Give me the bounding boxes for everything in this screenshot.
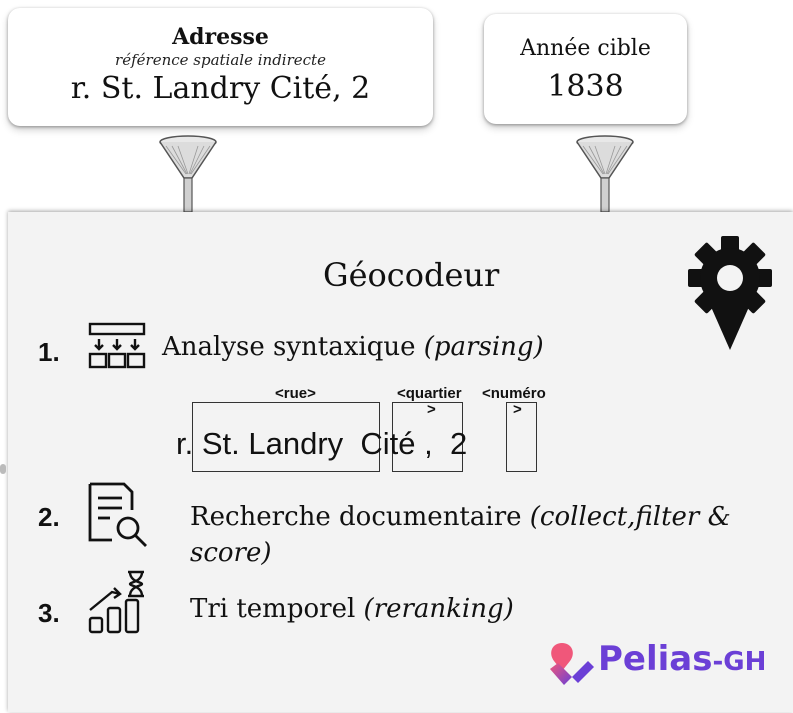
pelias-logo-icon — [550, 643, 594, 685]
pelias-brand: Pelias-GH — [598, 639, 766, 679]
document-search-icon — [88, 482, 147, 547]
step-1-number: 1. — [38, 337, 60, 367]
geocoder-title: Géocodeur — [323, 256, 500, 294]
gear-location-icon — [688, 236, 772, 350]
step-1-label: Analyse syntaxique (parsing) — [162, 332, 544, 362]
address-title: Adresse — [172, 24, 269, 50]
step-2-number: 2. — [38, 502, 60, 532]
target-year-card: Année cible 1838 — [484, 14, 687, 124]
address-card: Adresse référence spatiale indirecte r. … — [8, 8, 433, 126]
parsing-icon — [88, 322, 146, 369]
pelias-name: Pelias — [598, 639, 713, 679]
step-3-label: Tri temporel (reranking) — [190, 594, 514, 624]
pelias-suffix: -GH — [712, 647, 767, 677]
tag-quartier: <quartier — [397, 385, 462, 402]
step-2-label: Recherche documentaire (collect,filter &… — [190, 499, 790, 571]
step-3-number: 3. — [38, 598, 60, 628]
temporal-ranking-icon — [88, 570, 144, 634]
tag-numero-close: > — [513, 401, 522, 418]
tag-numero: <numéro — [482, 385, 546, 402]
parsed-address: r. St. Landry Cité , 2 — [176, 426, 468, 461]
address-subtitle: référence spatiale indirecte — [115, 51, 326, 69]
step-3-title: Tri temporel — [190, 594, 356, 624]
step-1-note: (parsing) — [423, 332, 544, 362]
address-value: r. St. Landry Cité, 2 — [70, 71, 371, 106]
funnel-icon — [576, 135, 634, 213]
token-box-numero — [506, 402, 537, 472]
step-2-note: (collect,filter & score) — [190, 502, 731, 568]
tag-rue: <rue> — [275, 385, 316, 402]
edge-marker — [0, 464, 6, 474]
geocoder-panel: Géocodeur 1. — [8, 212, 793, 712]
token-box-rue — [192, 402, 380, 472]
target-year-title: Année cible — [520, 36, 651, 61]
step-1-title: Analyse syntaxique — [162, 332, 416, 362]
tag-quartier-close: > — [427, 401, 436, 418]
funnel-icon — [159, 135, 217, 213]
target-year-value: 1838 — [547, 69, 624, 104]
step-3-note: (reranking) — [363, 594, 514, 624]
token-box-quartier — [392, 402, 463, 472]
step-2-title: Recherche documentaire — [190, 502, 522, 532]
